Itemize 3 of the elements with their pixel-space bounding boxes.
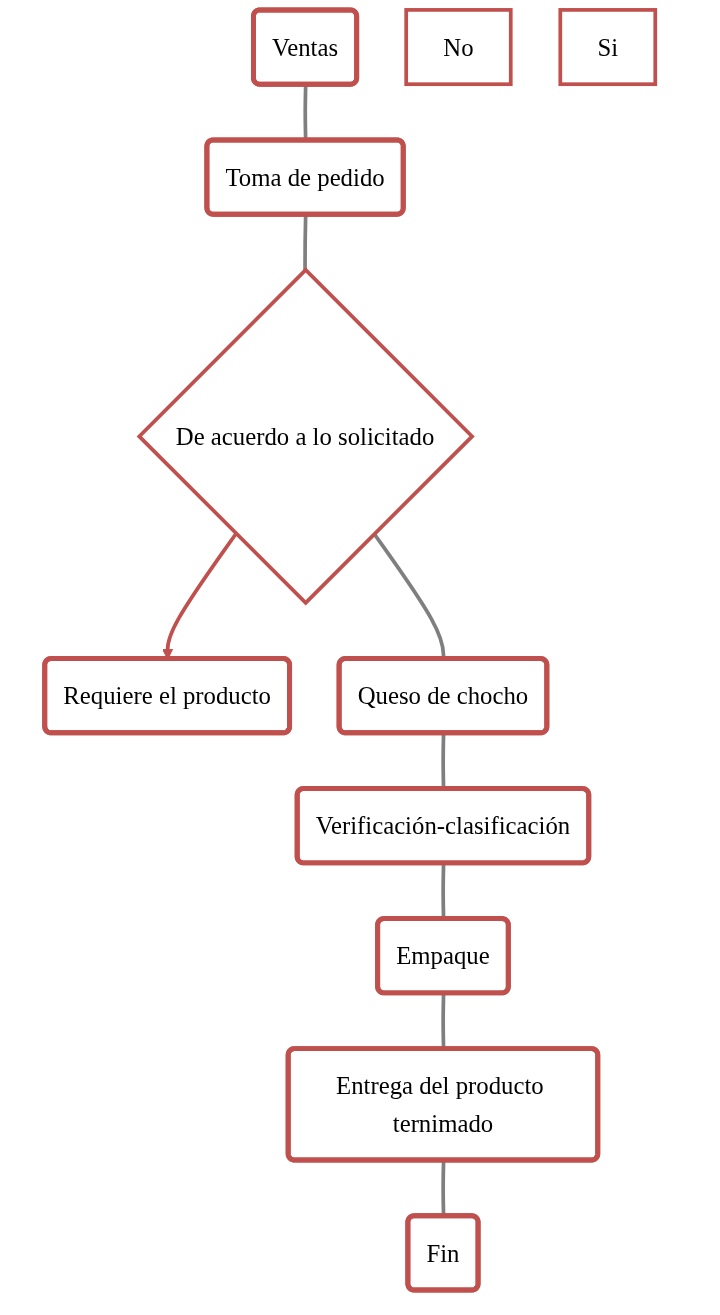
node-box: No (404, 8, 513, 87)
node-diamond: De acuerdo a lo solicitado (136, 267, 475, 606)
node-box: Si (558, 8, 658, 87)
